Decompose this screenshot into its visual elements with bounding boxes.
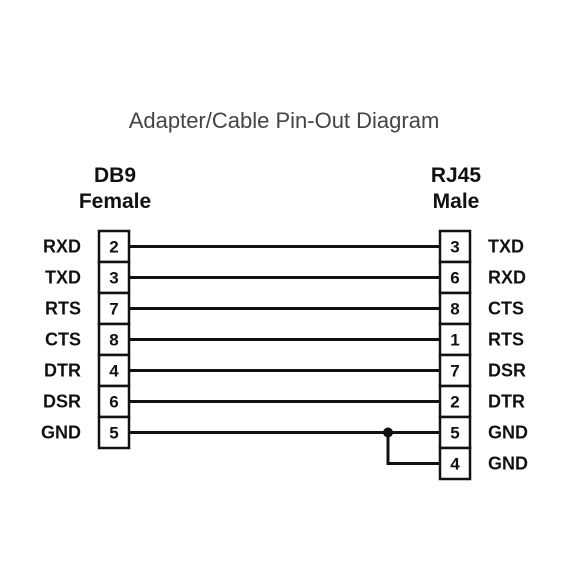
left-pin-signal: TXD [45,268,81,288]
right-pin-signal: GND [488,423,528,443]
right-pin-cell [438,446,472,481]
left-pin-number: 6 [109,393,118,412]
wire-group [129,245,440,465]
left-pin-signal: DTR [44,361,81,381]
left-connector-type: Female [78,190,152,213]
right-connector-name: RJ45 [430,164,482,187]
diagram-title: Adapter/Cable Pin-Out Diagram [128,108,440,133]
right-pin-signal: DTR [488,392,525,412]
right-connector-type: Male [432,190,480,213]
right-pin-signal: TXD [488,237,524,257]
left-pin-signal: DSR [43,392,81,412]
left-pin-group: 2 RXD 3 TXD 7 RTS 8 CTS 4 DTR 6 DSR 5 GND [41,229,131,450]
left-pin-number: 4 [109,362,119,381]
right-pin-number: 2 [450,393,459,412]
right-pin-number: 8 [450,300,459,319]
right-pin-number: 5 [450,424,459,443]
right-pin-signal: DSR [488,361,526,381]
right-pin-signal: GND [488,454,528,474]
left-pin-number: 3 [109,269,118,288]
left-pin-number: 8 [109,331,118,350]
right-pin-number: 6 [450,269,459,288]
left-pin-number: 5 [109,424,118,443]
left-connector-header: DB9 Female [55,163,175,215]
left-pin-number: 2 [109,238,118,257]
left-pin-number: 7 [109,300,118,319]
right-pin-number: 7 [450,362,459,381]
left-pin-signal: RXD [43,237,81,257]
left-pin-signal: GND [41,423,81,443]
left-pin-signal: CTS [45,330,81,350]
junction-dot [383,427,393,438]
right-pin-number: 1 [450,331,459,350]
left-pin-signal: RTS [45,299,81,319]
right-pin-signal: CTS [488,299,524,319]
right-pin-signal: RXD [488,268,526,288]
right-pin-number: 4 [450,455,460,474]
left-connector-name: DB9 [93,164,136,187]
right-pin-number: 3 [450,238,459,257]
branch-wire [386,432,440,465]
right-connector-header: RJ45 Male [396,163,516,215]
right-pin-signal: RTS [488,330,524,350]
